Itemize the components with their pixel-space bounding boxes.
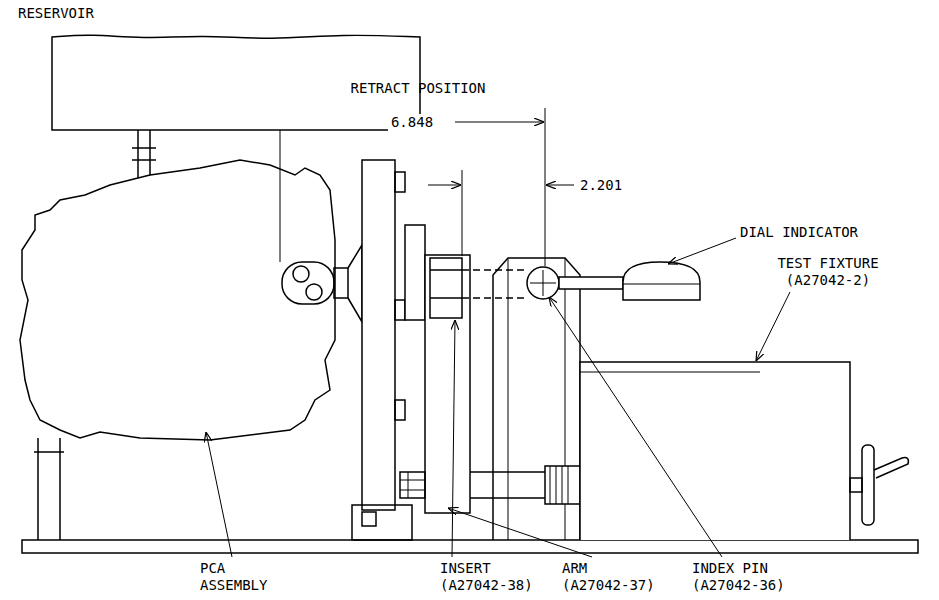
part-name: PCA ASSEMBLY [200, 560, 276, 594]
test-fixture [580, 362, 850, 540]
connector [334, 268, 348, 298]
leader-line [452, 320, 455, 557]
hidden-line [462, 270, 528, 298]
arm [425, 255, 470, 513]
bracket-foot [352, 505, 412, 540]
hose-flange [132, 148, 156, 160]
cone [348, 245, 362, 322]
fitting-port [306, 284, 322, 300]
pin-center [530, 270, 556, 296]
pca-outline [20, 160, 335, 440]
bolt-head [395, 400, 405, 420]
dimension-value: 2.201 [580, 177, 622, 194]
insert [430, 258, 462, 318]
indicator-detail [623, 284, 700, 285]
bracket-plate [362, 160, 395, 510]
leader-line [668, 238, 736, 264]
indicator-stem [559, 277, 623, 289]
dimension-title: RETRACT POSITION [351, 80, 486, 97]
insert-detail [430, 270, 462, 298]
part-name: DIAL INDICATOR [740, 224, 858, 241]
hub [405, 225, 425, 320]
nut-hatch [550, 466, 568, 504]
dial-indicator [623, 262, 700, 300]
bolt-head [395, 172, 405, 192]
fixture-edge [580, 372, 760, 373]
part-name: TEST FIXTURE (A27042-2) [773, 255, 883, 289]
screw-end-detail [400, 472, 425, 498]
hose-fitting [282, 262, 334, 304]
screw-rod [470, 472, 545, 498]
support-post [34, 438, 64, 540]
reservoir-outline [18, 5, 423, 133]
nut [545, 466, 580, 504]
leader-line [756, 292, 790, 361]
node-label: RESERVOIR [18, 5, 423, 22]
part-name: INDEX PIN (A27042-36) [692, 560, 789, 594]
handwheel-shaft [850, 478, 862, 492]
leader-line [206, 432, 232, 557]
part-name: INSERT (A27042-38) [440, 560, 537, 594]
dimension-line [428, 185, 461, 186]
handwheel [862, 445, 874, 525]
leader-line [549, 297, 722, 557]
leader-line [448, 508, 592, 557]
extension-line [280, 108, 545, 266]
dimension-line [546, 185, 574, 186]
reservoir: RESERVOIR [18, 5, 423, 133]
handwheel-handle [874, 458, 908, 478]
dimension-line [455, 122, 544, 123]
index-pin [527, 267, 559, 299]
fitting-port [293, 266, 309, 282]
dimension-value: 6.848 [388, 114, 436, 131]
base-plate [22, 540, 918, 553]
bolt-head [395, 300, 405, 320]
bolt-head [362, 512, 376, 526]
screw-end [400, 472, 425, 498]
part-name: ARM (A27042-37) [562, 560, 659, 594]
